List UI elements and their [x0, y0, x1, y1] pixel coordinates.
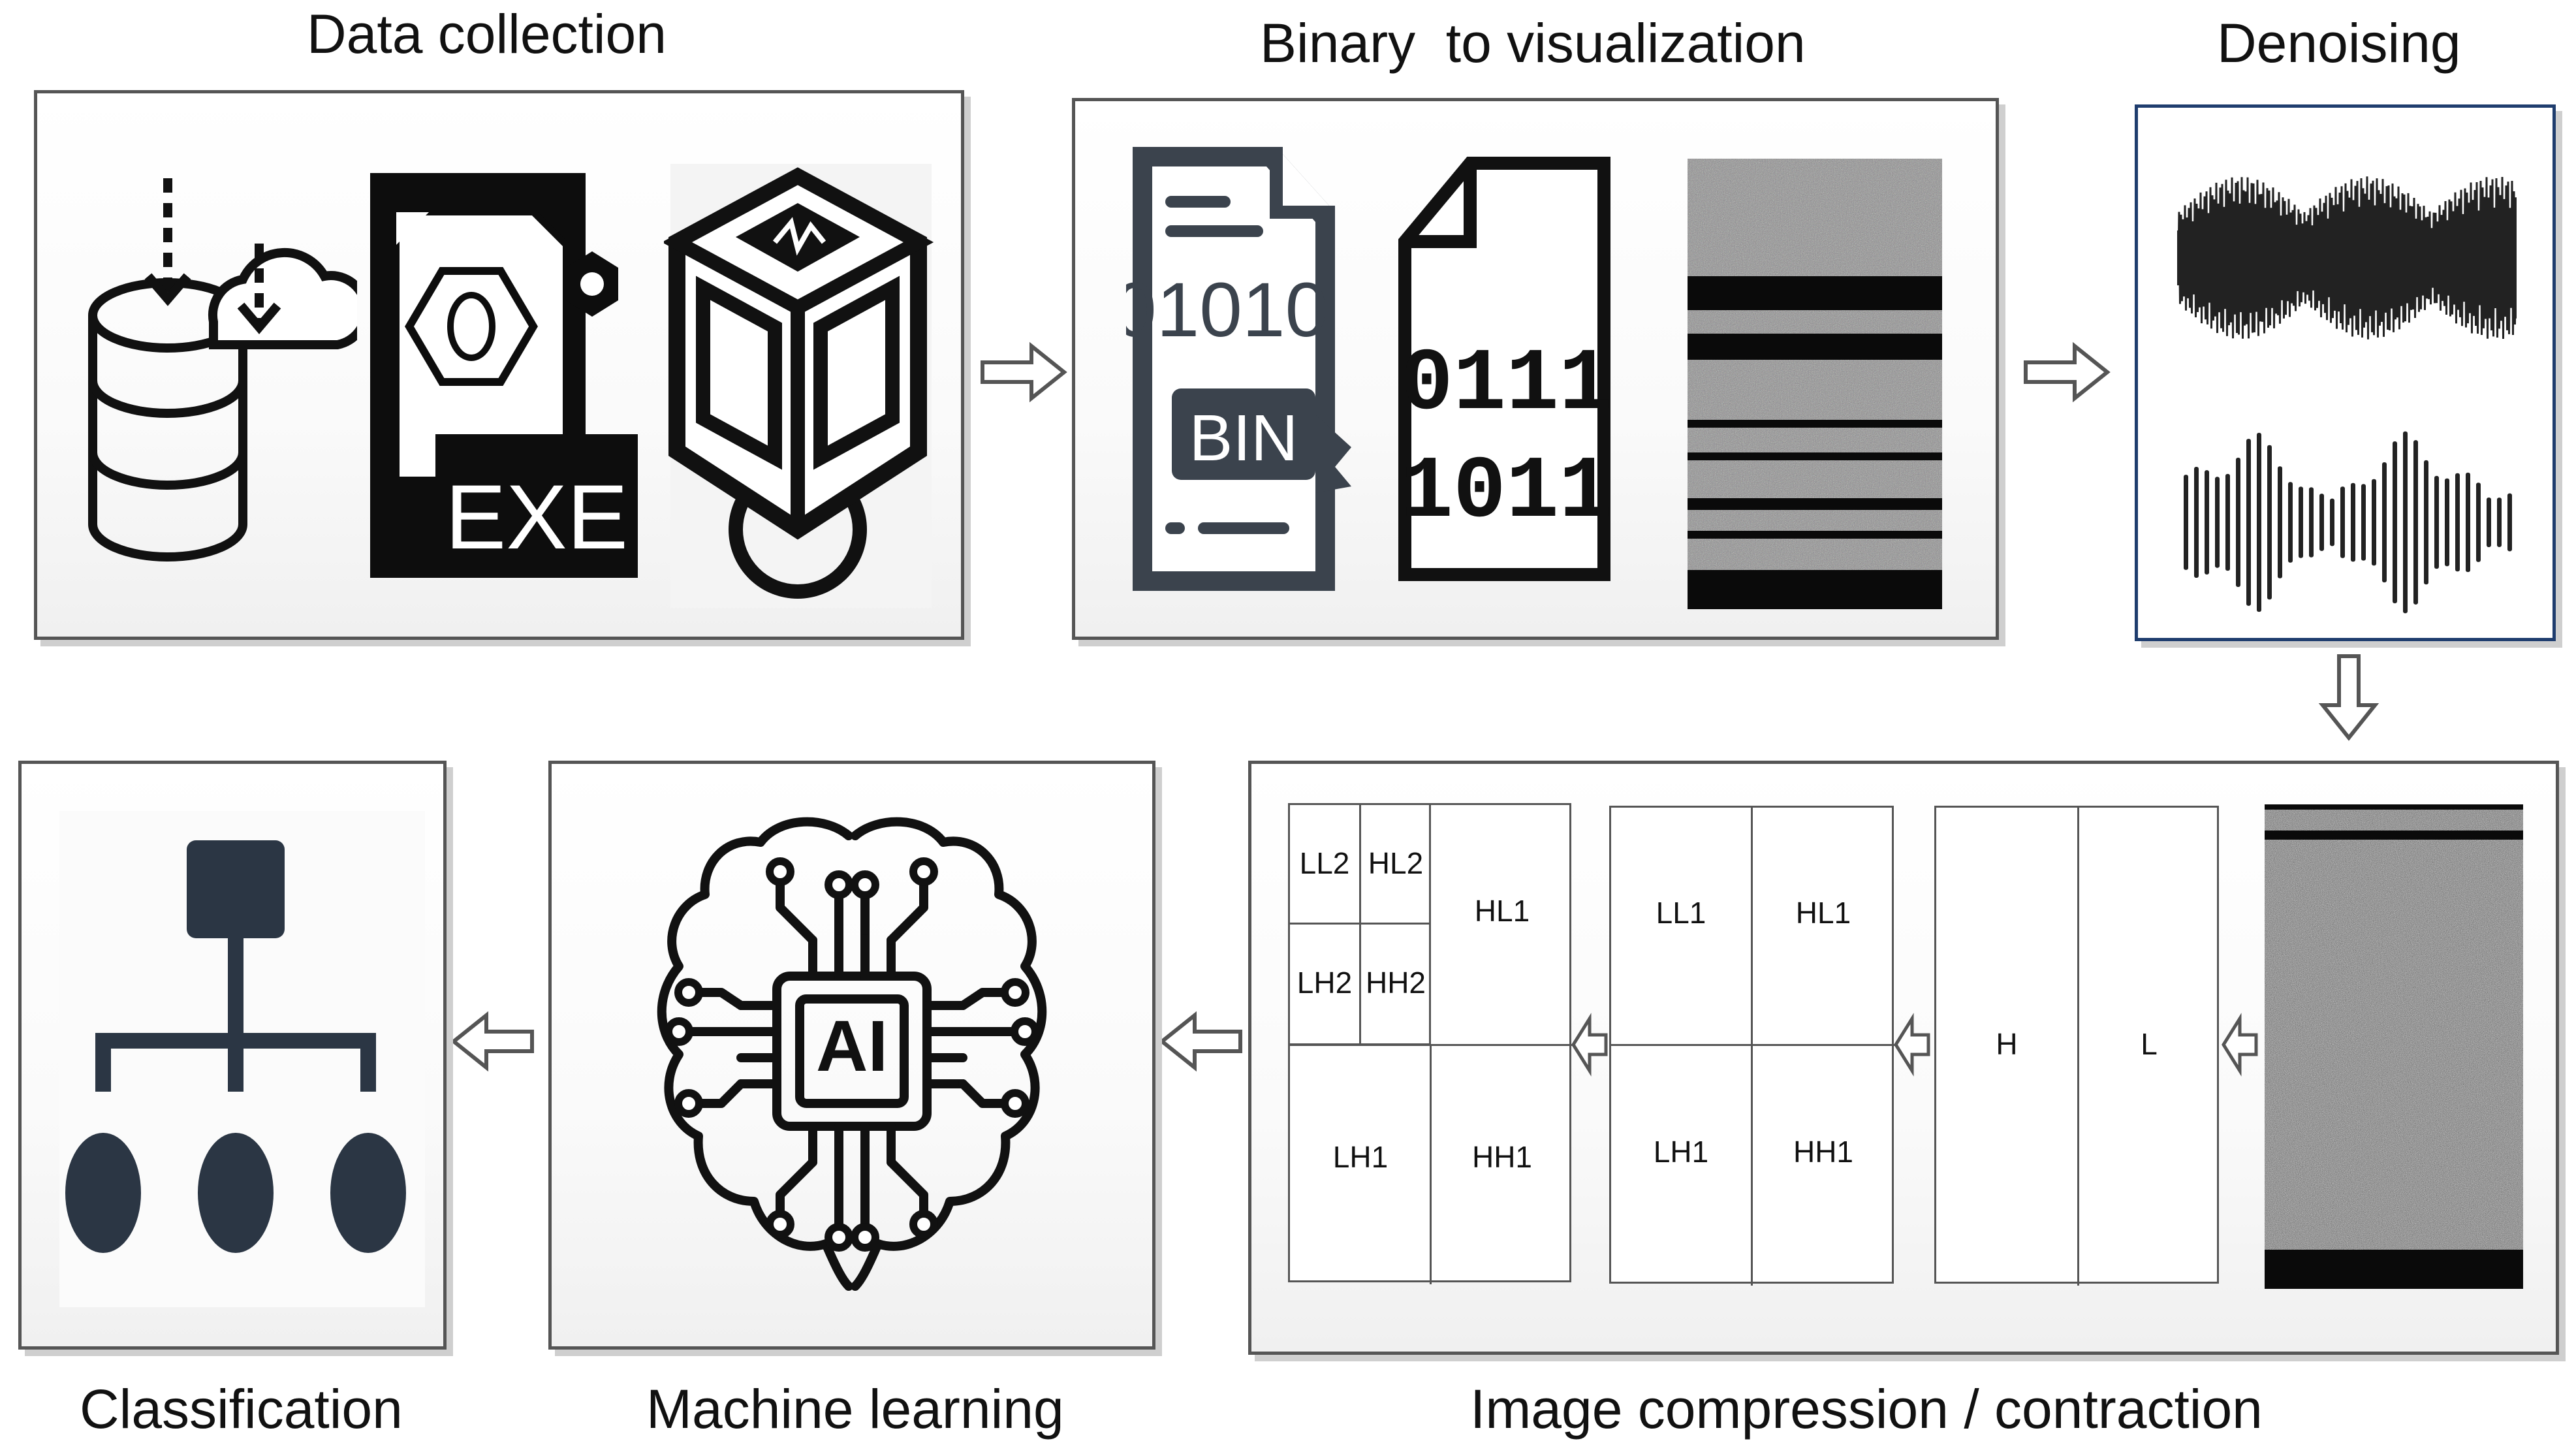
noisy-waveform-icon [2177, 176, 2517, 340]
clean-waveform-bar [2257, 432, 2261, 612]
band-h: H [1996, 1027, 2018, 1061]
clean-waveform-bar [2445, 478, 2449, 567]
clean-waveform-bar [2497, 498, 2502, 547]
band-lh1: LH1 [1653, 1135, 1709, 1169]
title-data-collection: Data collection [307, 3, 667, 65]
clean-waveform-bar [2319, 494, 2324, 551]
clean-waveform-icon [2184, 431, 2512, 614]
clean-waveform-bar [2215, 477, 2220, 568]
clean-waveform-bar [2184, 475, 2188, 570]
clean-waveform-bar [2246, 439, 2251, 606]
clean-waveform-bar [2309, 487, 2314, 558]
arrow-left-icon [450, 1011, 534, 1072]
band-ll1: LL1 [1656, 896, 1706, 930]
panel-image-compression: LL2 HL2 LH2 HH2 HL1 LH1 HH1 LL1 HL1 LH1 … [1248, 761, 2559, 1355]
clean-waveform-bar [2225, 473, 2230, 571]
clean-waveform-bar [2466, 472, 2470, 573]
clean-waveform-bar [2393, 441, 2397, 604]
clean-waveform-bar [2351, 483, 2355, 562]
clean-waveform-bar [2236, 457, 2240, 588]
database-icon [88, 178, 357, 562]
clean-waveform-bar [2455, 473, 2460, 572]
title-denoising: Denoising [2217, 12, 2461, 74]
panel-denoising [2135, 104, 2556, 641]
binary-file-icon: 0111 1011 [1398, 157, 1612, 581]
clean-waveform-bar [2278, 466, 2282, 578]
clean-waveform-bar [2403, 431, 2408, 614]
band-hh1: HH1 [1471, 1140, 1533, 1174]
panel-classification [18, 761, 447, 1350]
title-machine-learning: Machine learning [646, 1378, 1064, 1440]
band-l: L [2141, 1027, 2158, 1061]
band-hh2: HH2 [1365, 966, 1426, 1000]
clean-waveform-bar [2340, 486, 2345, 558]
band-hl1: HL1 [1474, 894, 1530, 928]
hierarchy-icon [59, 811, 425, 1307]
clean-waveform-bar [2476, 483, 2481, 562]
clean-waveform-bar [2194, 466, 2199, 578]
band-lh2: LH2 [1296, 966, 1353, 1000]
ai-label: AI [816, 1006, 888, 1086]
band-lh1: LH1 [1332, 1140, 1389, 1174]
clean-waveform-bar [2507, 493, 2512, 552]
binary-file-line1: 0111 [1400, 335, 1612, 435]
arrow-left-icon [1159, 1011, 1242, 1072]
binary-doc-tag: BIN [1189, 402, 1298, 475]
clean-waveform-bar [2205, 470, 2209, 575]
clean-waveform-bar [2382, 462, 2387, 582]
noisy-waveform-path [2177, 176, 2517, 340]
denoised-grayscale-image [2265, 804, 2523, 1289]
exe-file-icon: EXE [370, 173, 638, 578]
exe-label: EXE [445, 466, 628, 568]
band-hl1: HL1 [1795, 896, 1851, 930]
binary-document-icon: 01010 BIN [1126, 147, 1351, 591]
arrow-right-icon [981, 341, 1067, 403]
wavelet-level2-grid: LL2 HL2 LH2 HH2 HL1 LH1 HH1 [1288, 803, 1573, 1284]
clean-waveform-bar [2434, 475, 2439, 569]
title-classification: Classification [80, 1378, 403, 1440]
arrow-right-icon [2024, 341, 2111, 403]
arrow-left-icon [2222, 1013, 2258, 1077]
clean-waveform-bar [2267, 445, 2272, 600]
virtualbox-icon [664, 164, 934, 608]
arrow-down-icon [2318, 654, 2380, 741]
binary-file-line2: 1011 [1400, 443, 1612, 543]
wavelet-level1-grid: LL1 HL1 LH1 HH1 [1609, 806, 1896, 1286]
ai-brain-icon: AI [657, 817, 1047, 1291]
panel-machine-learning: AI [548, 761, 1155, 1350]
wavelet-hl-split: H L [1934, 806, 2219, 1286]
malware-grayscale-image [1688, 159, 1942, 609]
panel-data-collection: EXE [34, 90, 964, 640]
arrow-left-icon [1571, 1013, 1608, 1077]
binary-doc-bits: 01010 [1126, 267, 1328, 353]
title-binary-to-visualization: Binary to visualization [1260, 12, 1806, 74]
clean-waveform-bar [2299, 486, 2303, 558]
clean-waveform-bar [2330, 498, 2334, 546]
clean-waveform-bar [2487, 498, 2491, 547]
clean-waveform-bar [2288, 482, 2293, 563]
clean-waveform-bar [2372, 479, 2376, 566]
clean-waveform-bar [2424, 460, 2428, 585]
title-image-compression: Image compression / contraction [1470, 1378, 2263, 1440]
band-ll2: LL2 [1299, 846, 1350, 880]
arrow-left-icon [1894, 1013, 1930, 1077]
clean-waveform-bar [2413, 440, 2418, 605]
panel-binary-to-visualization: 01010 BIN 0111 1011 [1072, 98, 1999, 640]
band-hl2: HL2 [1368, 846, 1424, 880]
band-hh1: HH1 [1793, 1135, 1854, 1169]
clean-waveform-bar [2361, 484, 2366, 561]
